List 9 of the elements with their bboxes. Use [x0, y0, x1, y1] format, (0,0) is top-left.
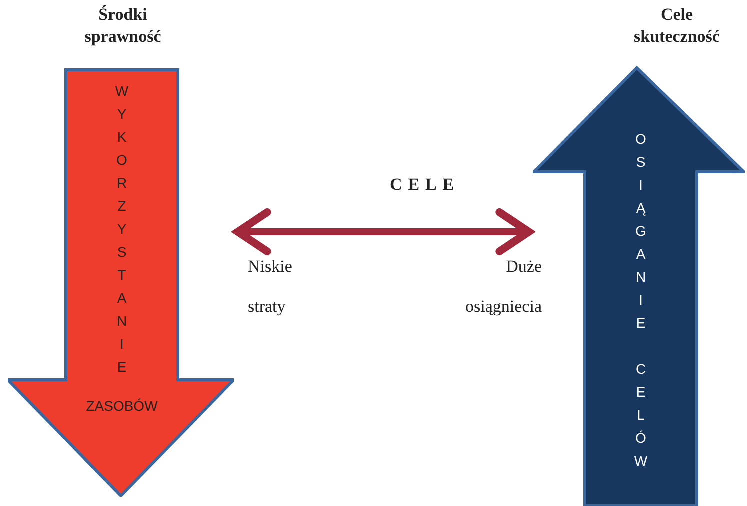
double-arrow [234, 208, 533, 256]
text: Niskie straty [248, 256, 294, 318]
vertical-text: OSIĄGANIE CELÓW [634, 130, 648, 471]
heading: Środki sprawność [84, 4, 162, 48]
vertical-text: WYKORZYSTANIE [115, 82, 129, 377]
text: ZASOBÓW [85, 397, 159, 416]
axis-label: CELE [390, 174, 460, 196]
text: Duże osiągniecia [464, 256, 542, 318]
heading: Cele skuteczność [633, 4, 721, 48]
